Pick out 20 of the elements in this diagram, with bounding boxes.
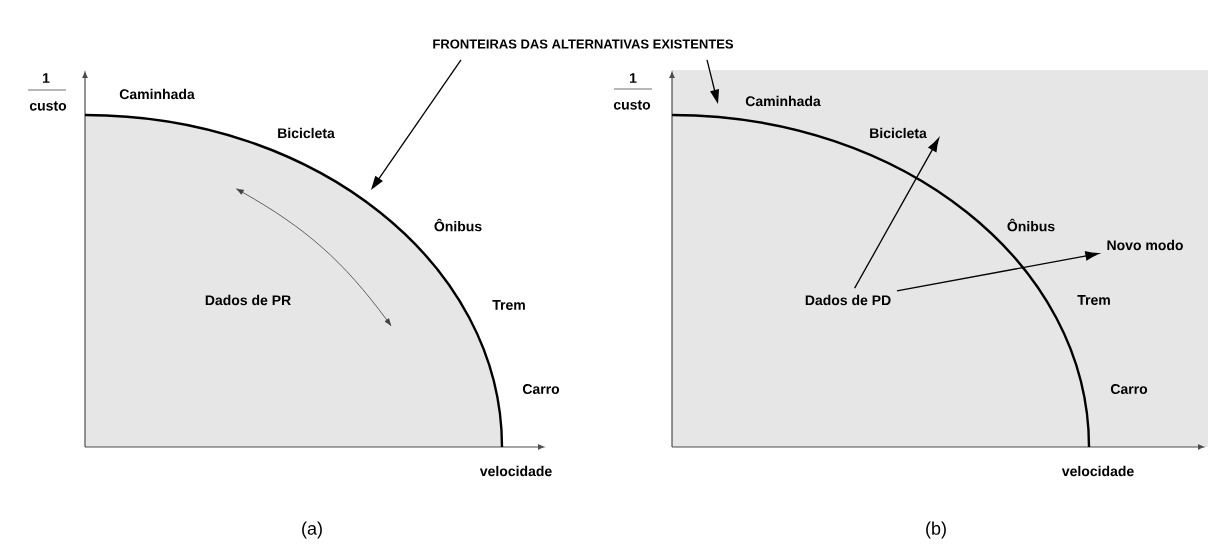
panel-label: (b) — [926, 521, 946, 539]
arrow — [854, 138, 940, 289]
mode-label: Carro — [1108, 382, 1150, 396]
axis-label: 1 — [43, 73, 50, 83]
arrow — [371, 59, 462, 190]
mode-label: Caminhada — [119, 88, 195, 100]
axis-label: 1 — [630, 73, 637, 83]
mode-label: Bicicleta — [278, 127, 335, 139]
callout-text: FRONTEIRAS DAS ALTERNATIVAS EXISTENTES — [433, 39, 734, 49]
axis-label: custo — [613, 100, 651, 110]
arrow — [706, 59, 720, 104]
mode-label: Carro — [522, 384, 560, 394]
mode-label: Trem — [492, 300, 525, 310]
panel-label: (a) — [302, 521, 322, 539]
axis-label: custo — [29, 101, 67, 111]
arrow — [896, 251, 1099, 292]
axis-label: velocidade — [1061, 465, 1134, 477]
mode-label: Trem — [1075, 293, 1113, 307]
mode-label: Ônibus — [434, 218, 482, 232]
axis-label: velocidade — [479, 465, 552, 477]
